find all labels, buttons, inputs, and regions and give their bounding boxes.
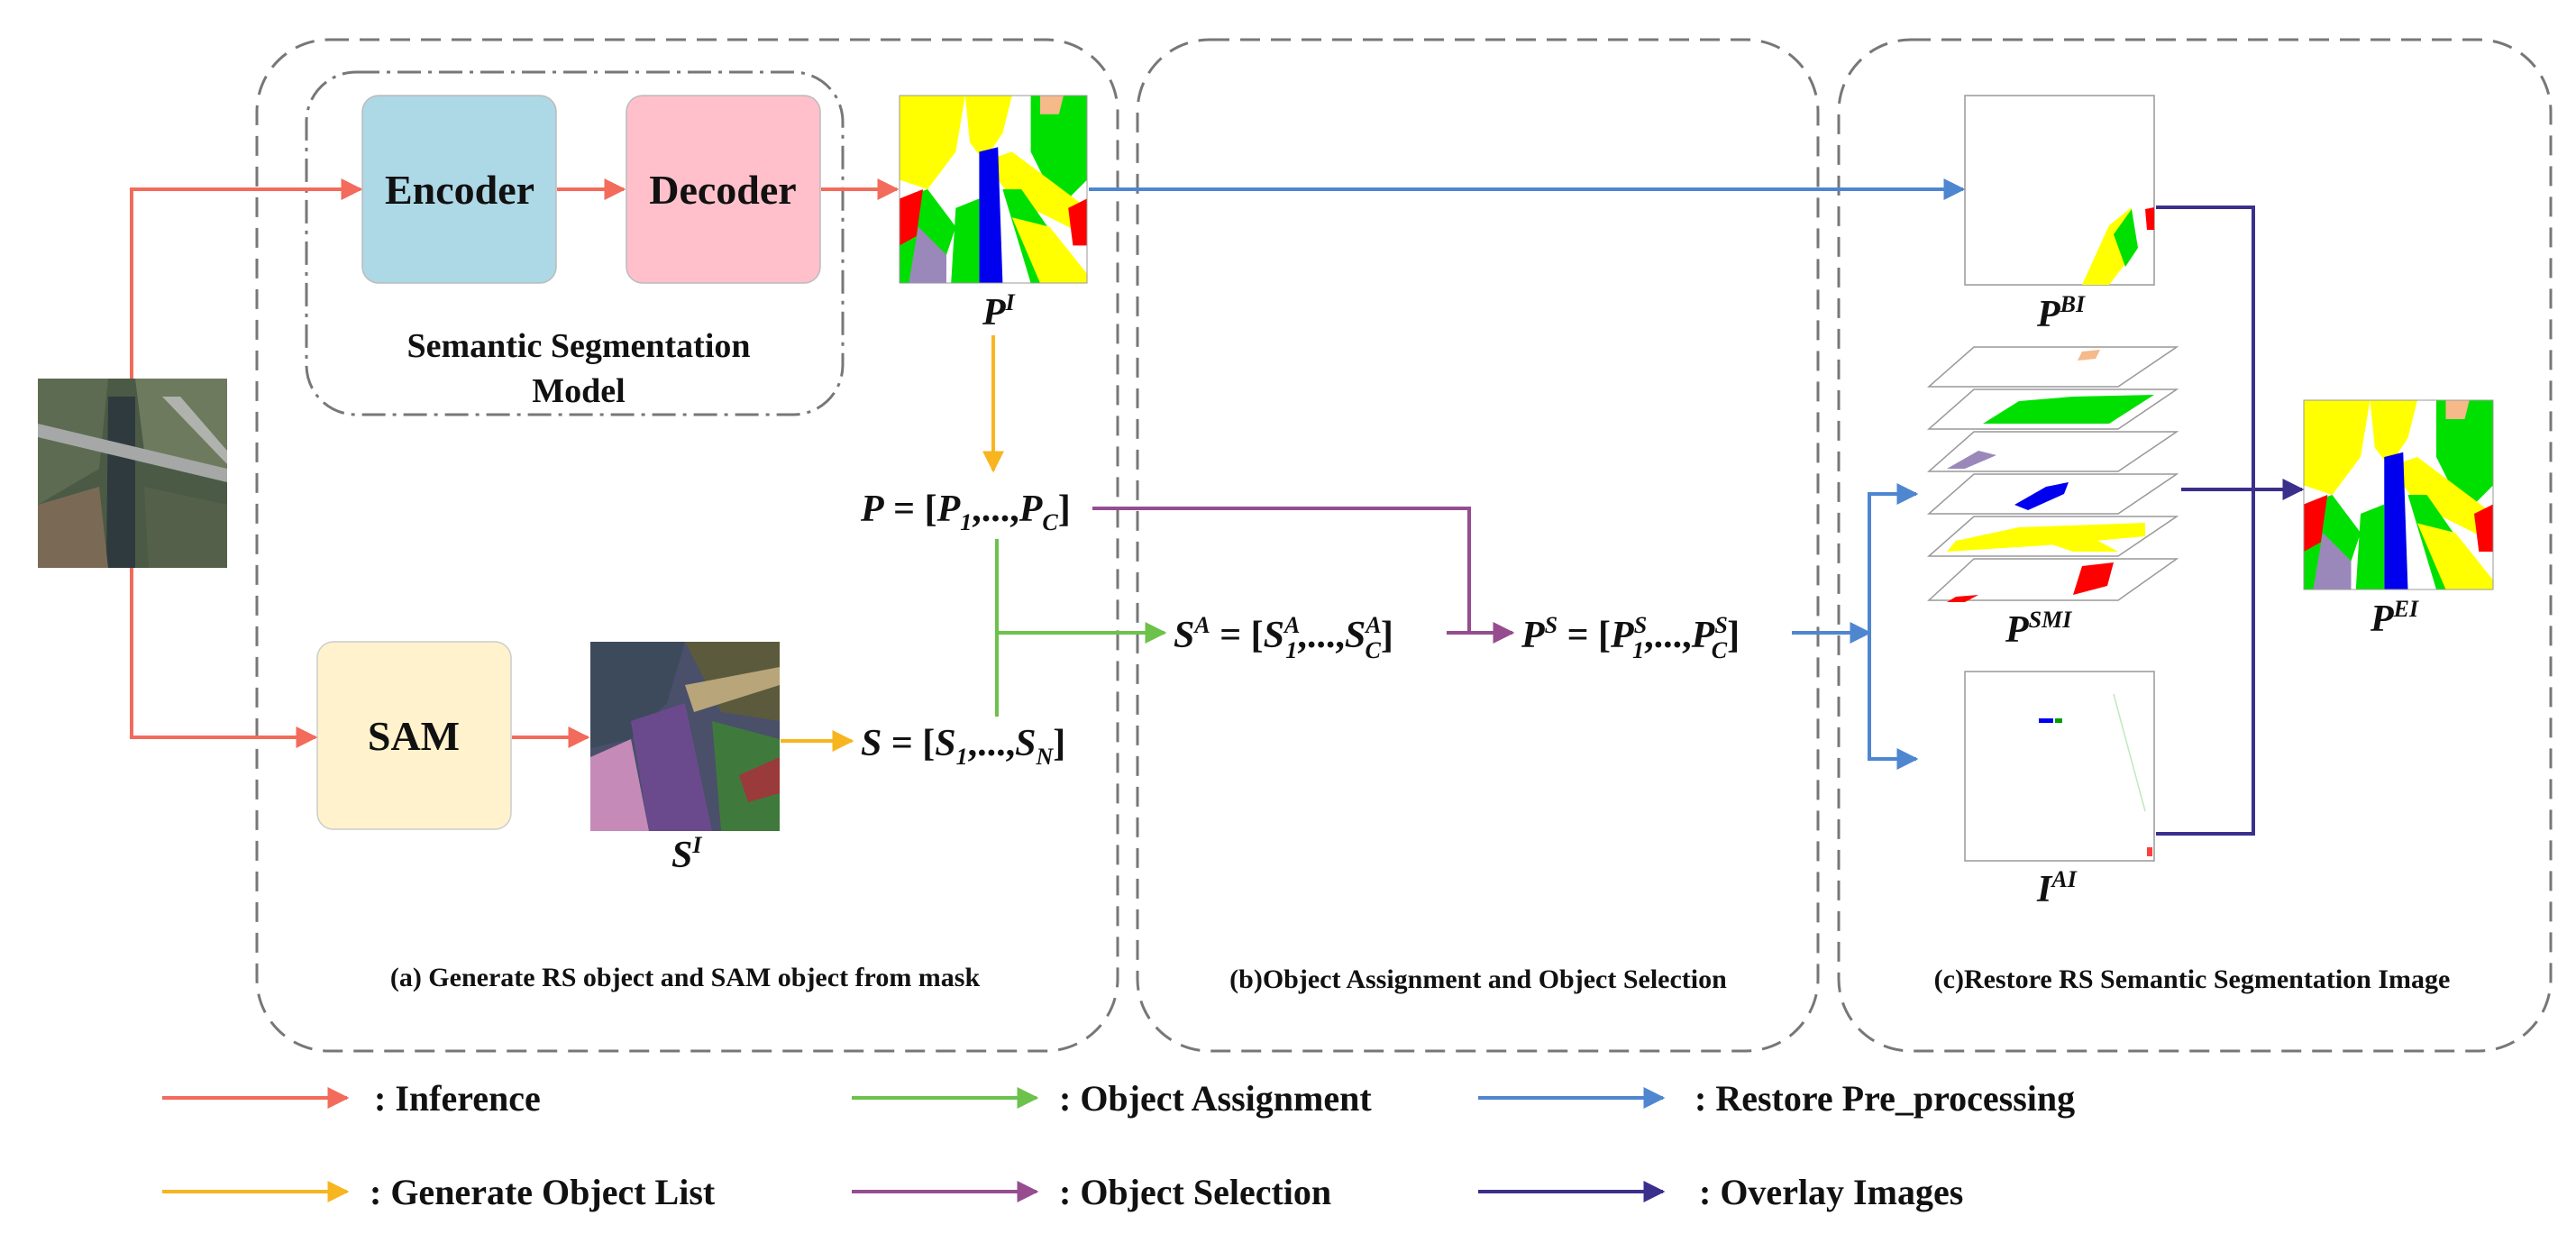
legend-label-generate: : Generate Object List (370, 1172, 716, 1212)
seg-model-frame (305, 70, 845, 416)
legend-label-assignment: : Object Assignment (1059, 1078, 1372, 1119)
generate-list-arrows (781, 335, 1004, 752)
legend-label-overlay: : Overlay Images (1699, 1172, 1963, 1212)
overlay-arrows (2156, 206, 2305, 836)
svg-text:PS = [PS1,...,PSC]: PS = [PS1,...,PSC] (1521, 612, 1740, 663)
legend: : Inference : Object Assignment : Restor… (162, 1078, 2075, 1212)
psmi-label: PSMI (2005, 607, 2072, 651)
pei-label: PEI (2370, 596, 2419, 640)
pei-segmentation-map (2304, 400, 2493, 589)
si-sam-mask (590, 642, 780, 831)
psmi-layer-stack (1927, 346, 2179, 602)
panel-a-frame (255, 38, 1119, 1053)
svg-text:P = [P1,...,PC]: P = [P1,...,PC] (860, 489, 1071, 535)
panel-b-frame (1136, 38, 1820, 1053)
pbi-image (1964, 95, 2155, 286)
p-list-equation: P = [P1,...,PC] (860, 489, 1071, 535)
iai-image (1964, 671, 2155, 862)
assignment-arrows (995, 539, 1167, 717)
pbi-label: PBI (2036, 291, 2086, 335)
sam-label: SAM (368, 713, 460, 759)
decoder-label: Decoder (649, 167, 796, 213)
input-image (38, 379, 227, 568)
selection-arrows (1092, 507, 1515, 644)
decoder-block (626, 95, 821, 284)
legend-label-inference: : Inference (374, 1078, 541, 1119)
encoder-label: Encoder (385, 167, 534, 213)
pi-segmentation-map (900, 96, 1087, 283)
si-label: SI (671, 832, 702, 876)
seg-model-label-line2: Model (532, 372, 625, 410)
svg-text:S = [S1,...,SN]: S = [S1,...,SN] (861, 723, 1065, 770)
inference-arrows (130, 178, 900, 748)
iai-label: IAI (2036, 866, 2078, 910)
panel-a-caption: (a) Generate RS object and SAM object fr… (390, 963, 981, 992)
svg-text:SA = [SA1,...,SAC]: SA = [SA1,...,SAC] (1174, 612, 1393, 663)
restore-arrows (1089, 178, 1966, 770)
panel-c-caption: (c)Restore RS Semantic Segmentation Imag… (1934, 964, 2451, 994)
legend-label-restore: : Restore Pre_processing (1694, 1078, 2075, 1119)
panel-b-caption: (b)Object Assignment and Object Selectio… (1229, 964, 1727, 994)
pi-label: PI (982, 289, 1016, 334)
panel-c-frame (1837, 38, 2553, 1053)
legend-label-selection: : Object Selection (1059, 1172, 1331, 1212)
s-list-equation: S = [S1,...,SN] (861, 723, 1065, 770)
seg-model-label-line1: Semantic Segmentation (406, 327, 750, 365)
